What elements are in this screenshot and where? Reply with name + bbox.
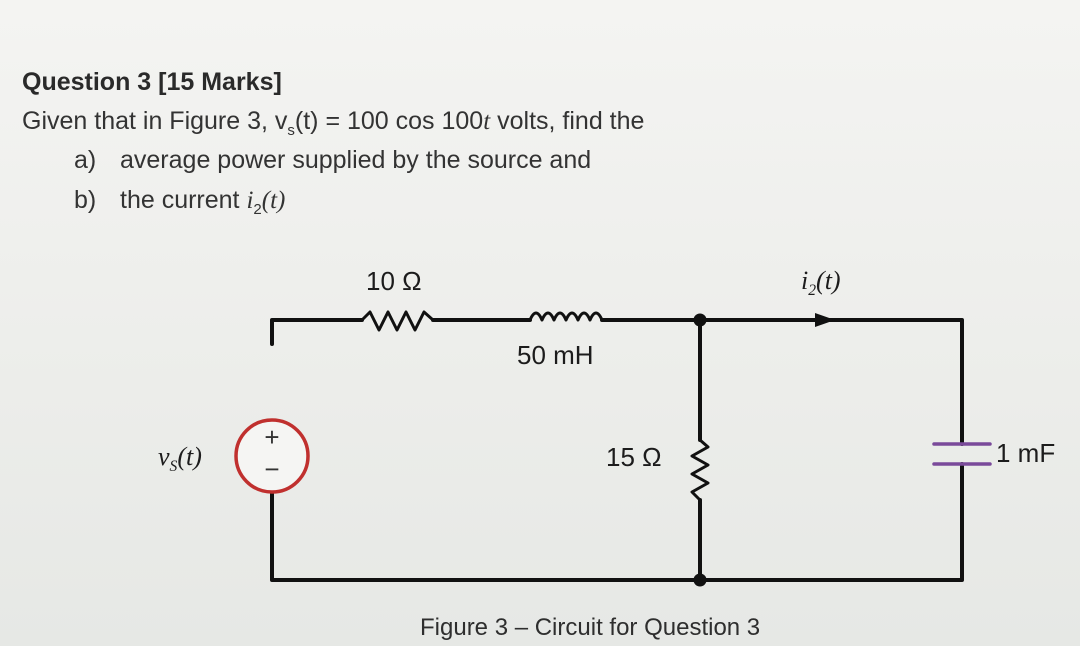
current-label: i2(t) xyxy=(801,266,841,300)
question-intro: Given that in Figure 3, vs(t) = 100 cos … xyxy=(22,107,644,139)
capacitor-label: 1 mF xyxy=(996,438,1056,468)
resistor-10-ohm xyxy=(360,310,435,332)
source-label: vS(t) xyxy=(158,442,202,476)
part-b-var: i xyxy=(246,187,254,214)
wire-top-right xyxy=(600,318,964,446)
part-b-arg: (t) xyxy=(261,187,286,214)
resistor-15-ohm xyxy=(690,438,710,502)
part-b-text: the current xyxy=(120,186,247,214)
intro-suffix: volts, find the xyxy=(490,107,645,135)
part-a-text: average power supplied by the source and xyxy=(120,146,592,174)
resistor2-label: 15 Ω xyxy=(606,442,662,472)
source-plus: + xyxy=(264,422,279,452)
current-arrow-icon xyxy=(815,313,835,327)
inductor-label: 50 mH xyxy=(517,340,594,370)
part-a: a) average power supplied by the source a… xyxy=(74,146,591,175)
current-var: i xyxy=(801,266,809,295)
part-b-sub: 2 xyxy=(253,201,262,218)
inductor-50mh xyxy=(528,311,604,322)
intro-prefix: Given that in Figure 3, v xyxy=(22,107,288,135)
part-b-label: b) xyxy=(74,186,97,214)
current-arg: (t) xyxy=(816,266,841,295)
node-top-icon xyxy=(693,313,707,327)
capacitor-1mf xyxy=(932,442,992,466)
part-b: b) the current i2(t) xyxy=(74,186,285,218)
intro-mid: (t) = 100 cos 100 xyxy=(294,107,484,135)
question-title: Question 3 [15 Marks] xyxy=(22,68,282,96)
voltage-source-icon xyxy=(234,418,310,494)
part-a-label: a) xyxy=(74,146,97,174)
source-minus: − xyxy=(264,454,279,484)
source-sub: S xyxy=(169,458,178,476)
source-var: v xyxy=(158,442,170,471)
intro-t: t xyxy=(483,108,491,135)
wire-bottom-right xyxy=(270,462,964,582)
intro-sub: s xyxy=(287,122,295,139)
current-sub: 2 xyxy=(808,282,817,300)
wire-top-left xyxy=(270,318,364,346)
node-bottom-icon xyxy=(693,573,707,587)
figure-caption: Figure 3 – Circuit for Question 3 xyxy=(420,614,761,641)
source-arg: (t) xyxy=(177,442,202,471)
resistor1-label: 10 Ω xyxy=(366,266,422,296)
